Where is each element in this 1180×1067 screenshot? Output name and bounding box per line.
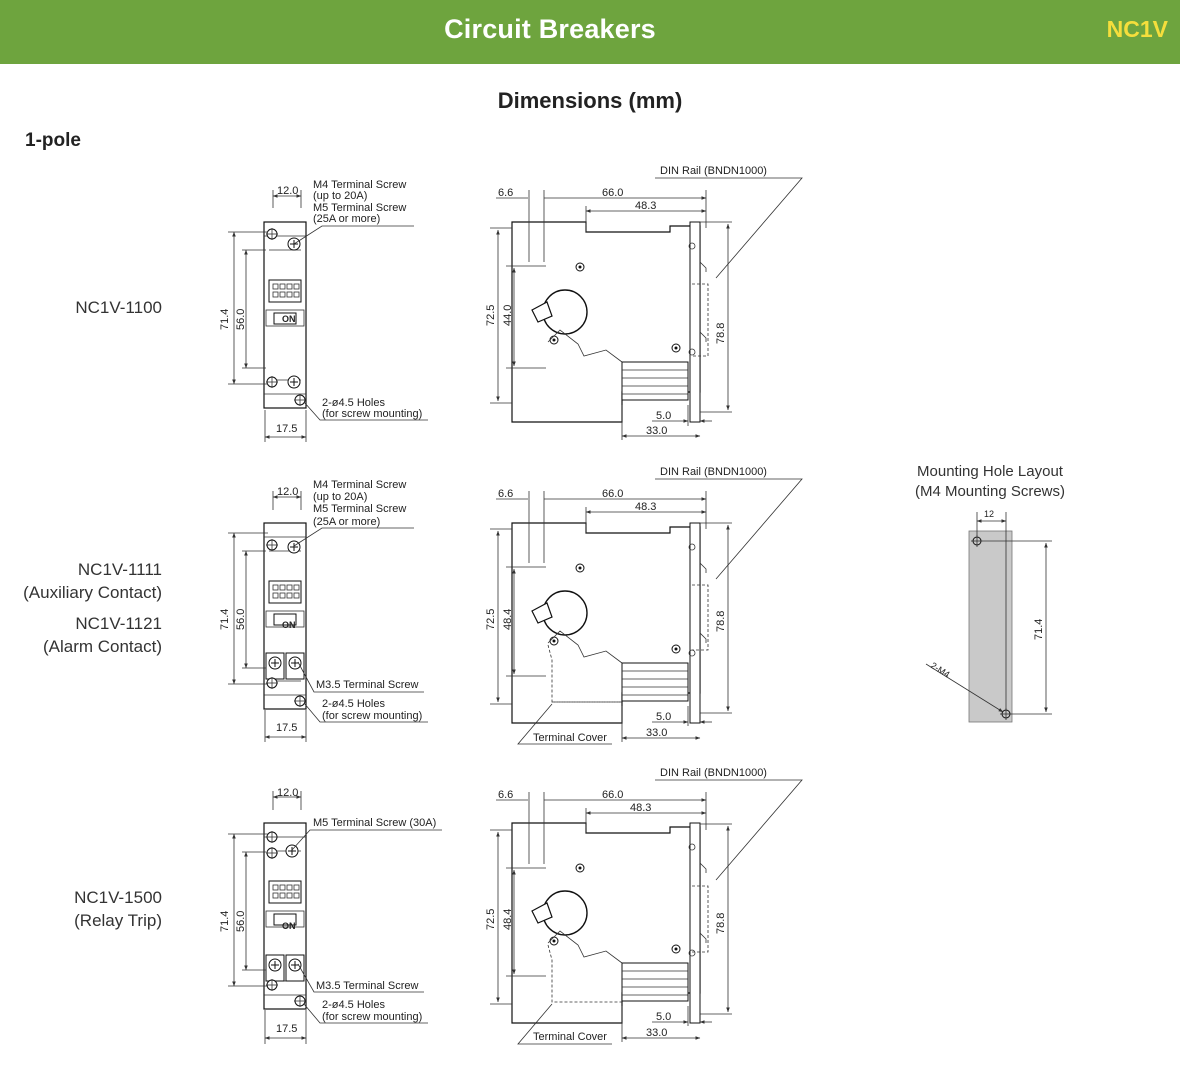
dim-height-outer-2: 71.4 <box>219 609 231 630</box>
dim-5: 5.0 <box>656 1011 671 1023</box>
screw-note-line: M5 Terminal Screw <box>313 202 406 214</box>
model-subtitle: (Auxiliary Contact) <box>23 583 162 602</box>
model-name: NC1V-1100 <box>75 298 162 317</box>
mounting-title: Mounting Hole Layout <box>917 463 1063 480</box>
dim-5: 5.0 <box>656 410 671 422</box>
screw-label: 2-M4 <box>929 660 952 679</box>
dim-48-3: 48.3 <box>635 200 656 212</box>
dim-66: 66.0 <box>602 187 623 199</box>
dim-48-3: 48.3 <box>630 802 651 814</box>
dim-height-inner-1: 56.0 <box>235 309 247 330</box>
dim-48-4: 48.4 <box>502 909 514 930</box>
front-view-3 <box>263 822 307 1010</box>
dim-height-outer-3: 71.4 <box>219 911 231 932</box>
dim-width-top-1: 12.0 <box>277 185 298 197</box>
dim-72-5: 72.5 <box>485 609 497 630</box>
hole-note-line: 2-ø4.5 Holes <box>322 999 385 1011</box>
screw-note-line: (up to 20A) <box>313 491 367 503</box>
dim-height-inner-3: 56.0 <box>235 911 247 932</box>
model-label-1: NC1V-1100 <box>75 296 162 319</box>
model-name: NC1V-1111 <box>77 560 162 579</box>
dim-78-8: 78.8 <box>715 323 727 344</box>
dim-33: 33.0 <box>646 727 667 739</box>
din-rail-label: DIN Rail (BNDN1000) <box>660 466 767 478</box>
model-label-3: NC1V-1500 (Relay Trip) <box>74 886 162 932</box>
side-view-2 <box>511 522 707 724</box>
dim-height-inner-2: 56.0 <box>235 609 247 630</box>
m35-note: M3.5 Terminal Screw <box>316 980 419 992</box>
mounting-hole-layout: 12 71.4 2-M4 <box>925 509 1052 723</box>
dim-6-6: 6.6 <box>498 488 513 500</box>
on-label: ON <box>282 921 296 931</box>
dim-height-outer-1: 71.4 <box>219 309 231 330</box>
dim-48-3: 48.3 <box>635 501 656 513</box>
page-title: Dimensions (mm) <box>497 88 683 113</box>
dim-width-top-2: 12.0 <box>277 486 298 498</box>
din-rail-label: DIN Rail (BNDN1000) <box>660 165 767 177</box>
terminal-cover-label: Terminal Cover <box>533 1031 607 1043</box>
dim-66: 66.0 <box>602 488 623 500</box>
screw-note-line: M4 Terminal Screw <box>313 479 406 491</box>
header-code: NC1V <box>1106 16 1168 42</box>
din-rail-label: DIN Rail (BNDN1000) <box>660 767 767 779</box>
dim-width-bottom-1: 17.5 <box>276 423 297 435</box>
dim-width-bottom-2: 17.5 <box>276 722 297 734</box>
dim-6-6: 6.6 <box>498 187 513 199</box>
side-view-1 <box>511 221 707 423</box>
dim-66: 66.0 <box>602 789 623 801</box>
model-label-2: NC1V-1111 (Auxiliary Contact) NC1V-1121 … <box>23 558 162 658</box>
hole-note-line: 2-ø4.5 Holes <box>322 397 385 409</box>
dim-48-4: 48.4 <box>502 609 514 630</box>
dim-5: 5.0 <box>656 711 671 723</box>
mounting-subtitle: (M4 Mounting Screws) <box>914 483 1066 500</box>
model-subtitle: (Relay Trip) <box>74 911 162 930</box>
dim-44: 44.0 <box>502 305 514 326</box>
hole-note-line: 2-ø4.5 Holes <box>322 698 385 710</box>
model-name: NC1V-1500 <box>74 888 162 907</box>
screw-note-line: M4 Terminal Screw <box>313 179 406 191</box>
model-name: NC1V-1121 <box>75 614 162 633</box>
header-title: Circuit Breakers <box>444 14 656 44</box>
dim-6-6: 6.6 <box>498 789 513 801</box>
dim-width-bottom-3: 17.5 <box>276 1023 297 1035</box>
dim-33: 33.0 <box>646 1027 667 1039</box>
dim-33: 33.0 <box>646 425 667 437</box>
dim-78-8: 78.8 <box>715 611 727 632</box>
front-view-2 <box>263 522 307 710</box>
side-view-3 <box>511 822 707 1024</box>
hole-note-line: (for screw mounting) <box>322 710 422 722</box>
dim-78-8: 78.8 <box>715 913 727 934</box>
dim-width-top-3: 12.0 <box>277 787 298 799</box>
screw-note-line: (up to 20A) <box>313 190 367 202</box>
dim-72-5: 72.5 <box>485 909 497 930</box>
dim-72-5: 72.5 <box>485 305 497 326</box>
section-title: 1-pole <box>25 130 81 151</box>
screw-note-line: (25A or more) <box>313 516 380 528</box>
on-label: ON <box>282 314 296 324</box>
mounting-hole <box>971 535 983 547</box>
model-subtitle: (Alarm Contact) <box>42 637 162 656</box>
screw-note-line: M5 Terminal Screw <box>313 503 406 515</box>
dim-71-4: 71.4 <box>1033 619 1045 640</box>
mounting-hole-title: Mounting Hole Layout (M4 Mounting Screws… <box>890 462 1090 502</box>
screw-note-line: (25A or more) <box>313 213 380 225</box>
screw-note-c: M5 Terminal Screw (30A) <box>313 817 436 829</box>
on-label: ON <box>282 620 296 630</box>
terminal-cover-label: Terminal Cover <box>533 732 607 744</box>
hole-note-line: (for screw mounting) <box>322 1011 422 1023</box>
header-banner: Circuit Breakers NC1V <box>0 0 1180 64</box>
m35-note: M3.5 Terminal Screw <box>316 679 419 691</box>
dim-12: 12 <box>984 509 994 519</box>
hole-note-line: (for screw mounting) <box>322 408 422 420</box>
